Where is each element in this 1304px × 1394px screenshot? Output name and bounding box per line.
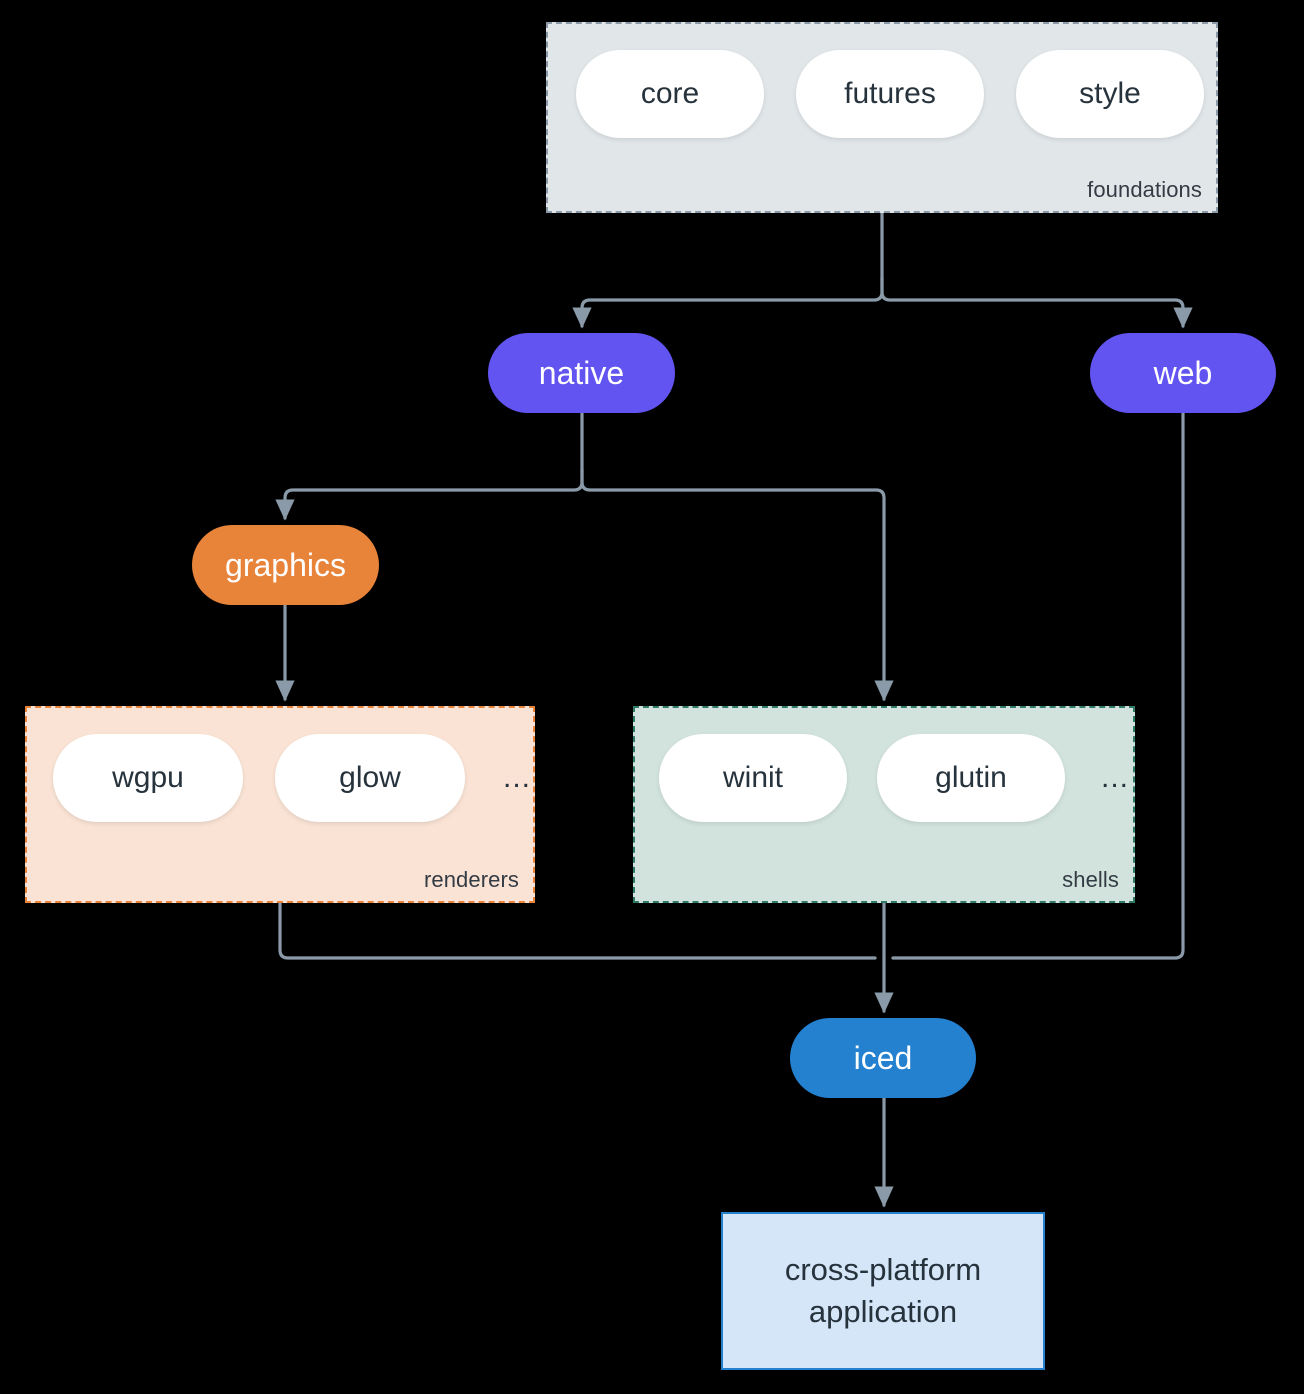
shells-more-ellipsis: ... (1101, 761, 1130, 794)
shells-item-winit[interactable]: winit (659, 734, 847, 822)
application-label-line1: cross-platform (784, 1251, 982, 1287)
node-iced[interactable]: iced (790, 1018, 976, 1098)
group-label-foundations: foundations (1087, 177, 1202, 202)
renderers-item-row: wgpu glow ... (53, 734, 537, 822)
group-shells: winit glutin ... shells (633, 706, 1135, 903)
node-cross-platform-application[interactable]: cross-platform application (721, 1212, 1045, 1370)
edge-renderers-iced (278, 901, 877, 960)
group-renderers: wgpu glow ... renderers (25, 706, 535, 903)
foundations-item-core[interactable]: core (576, 50, 764, 138)
node-web[interactable]: web (1090, 333, 1276, 413)
group-foundations: core futures style foundations (546, 22, 1218, 213)
renderers-more-ellipsis: ... (503, 761, 532, 794)
shells-item-glutin[interactable]: glutin (877, 734, 1065, 822)
node-graphics[interactable]: graphics (192, 525, 379, 605)
edge-native-graphics (275, 468, 584, 521)
edge-foundations-web (880, 276, 1193, 329)
shells-item-row: winit glutin ... (659, 734, 1135, 822)
foundations-item-row: core futures style (576, 50, 1204, 138)
group-label-renderers: renderers (423, 867, 519, 892)
node-native[interactable]: native (488, 333, 675, 413)
renderers-item-wgpu[interactable]: wgpu (53, 734, 243, 822)
edge-native-shells (580, 468, 894, 702)
application-label-line2: application (808, 1294, 958, 1329)
foundations-item-futures[interactable]: futures (796, 50, 984, 138)
group-label-shells: shells (1062, 867, 1119, 892)
edge-foundations-native (572, 276, 884, 329)
renderers-item-glow[interactable]: glow (275, 734, 465, 822)
foundations-item-style[interactable]: style (1016, 50, 1204, 138)
